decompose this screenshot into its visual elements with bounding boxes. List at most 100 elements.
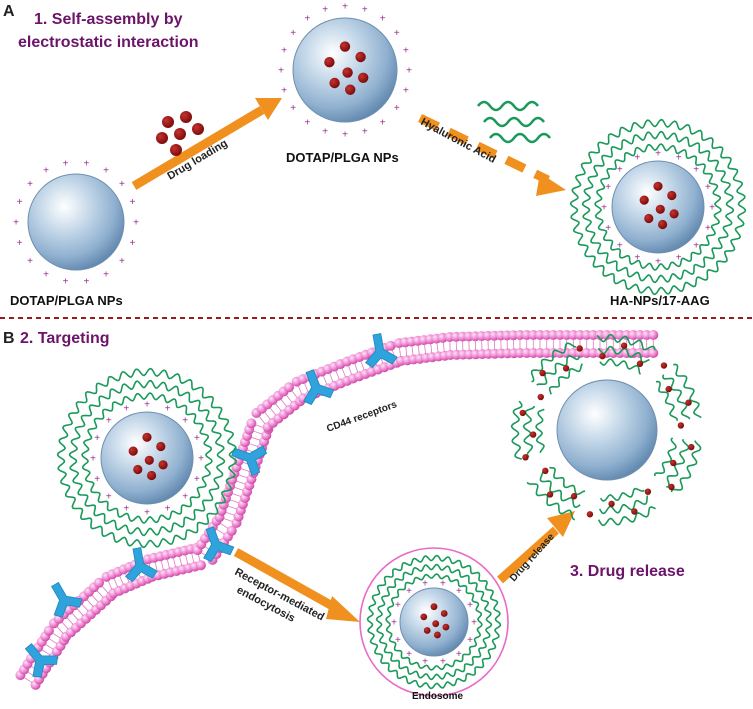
positive-charge: + [601, 203, 607, 214]
drug-molecule [156, 442, 165, 451]
positive-charge: + [406, 649, 412, 660]
positive-charge: + [617, 241, 623, 252]
positive-charge: + [380, 14, 386, 25]
positive-charge: + [13, 218, 19, 229]
lipid-tail [230, 500, 240, 503]
positive-charge: + [133, 218, 139, 229]
positive-charge: + [406, 66, 412, 77]
positive-charge: + [290, 28, 296, 39]
lipid-tail [45, 644, 53, 649]
drug-molecule [434, 632, 441, 639]
positive-charge: + [380, 117, 386, 128]
lipid-tail [329, 373, 333, 382]
np-targeting: ++++++++++++++++ [58, 369, 237, 548]
lipid-tail [412, 346, 413, 356]
drug-molecule [441, 610, 448, 617]
positive-charge: + [119, 179, 125, 190]
lipid-tail [253, 431, 263, 434]
drug-molecule [340, 41, 350, 51]
drug-molecule [174, 128, 186, 140]
released-drug [538, 394, 544, 400]
np-core [28, 174, 124, 270]
positive-charge: + [83, 277, 89, 288]
lipid-tail [437, 343, 438, 353]
positive-charge: + [194, 474, 200, 485]
degraded-hyaluronic-layer [655, 438, 676, 476]
lipid-tail [72, 613, 79, 620]
drug-molecule [443, 624, 450, 631]
released-drug [668, 484, 674, 490]
released-drug [547, 491, 553, 497]
np-core [557, 380, 657, 480]
released-drug [530, 431, 536, 437]
lipid-tail [232, 493, 241, 496]
lipid-tail [424, 344, 425, 354]
drug-release-arrow-label: Drug release [508, 531, 557, 584]
positive-charge: + [322, 126, 328, 137]
drug-molecule [355, 52, 365, 62]
lipid-tail [225, 512, 235, 515]
positive-charge: + [403, 46, 409, 57]
degraded-hyaluronic-layer [673, 365, 701, 418]
positive-charge: + [676, 252, 682, 263]
drug-molecule [156, 132, 168, 144]
cd44-receptor [41, 576, 85, 620]
panel-a-title-line2: electrostatic interaction [18, 34, 199, 51]
lipid-tail [336, 370, 340, 379]
positive-charge: + [17, 238, 23, 249]
lipid-tail [216, 529, 224, 535]
positive-charge: + [63, 158, 69, 169]
lipid-tail [57, 626, 64, 633]
drug-molecule [424, 627, 431, 634]
lipid-tail [167, 559, 169, 569]
lipid-tail [298, 385, 302, 394]
positive-charge: + [278, 66, 284, 77]
released-drug [608, 501, 614, 507]
drug-molecule [324, 57, 334, 67]
drug-molecule [133, 465, 142, 474]
positive-charge: + [94, 433, 100, 444]
drug-molecule [180, 111, 192, 123]
positive-charge: + [440, 579, 446, 590]
positive-charge: + [693, 164, 699, 175]
panel-a-title-line1: 1. Self-assembly by [34, 11, 183, 28]
positive-charge: + [63, 277, 69, 288]
released-drug [520, 410, 526, 416]
positive-charge: + [106, 415, 112, 426]
panel-b-title: 2. Targeting [20, 330, 110, 347]
released-drug [637, 361, 643, 367]
np-dotap-plga-left: ++++++++++++++++++ [13, 158, 139, 287]
positive-charge: + [471, 618, 477, 629]
lipid-tail [238, 475, 248, 478]
positive-charge: + [103, 166, 109, 177]
drug-molecule [192, 123, 204, 135]
drug-molecule [145, 456, 154, 465]
lipid-tail [234, 487, 244, 490]
drug-molecule [142, 433, 151, 442]
released-drug [522, 454, 528, 460]
lipid-tail [186, 555, 188, 565]
lipid-tail [223, 518, 232, 521]
released-drug [599, 353, 605, 359]
positive-charge: + [705, 182, 711, 193]
positive-charge: + [182, 492, 188, 503]
positive-charge: + [27, 179, 33, 190]
membrane-bead [196, 560, 206, 570]
lipid-tail [240, 468, 249, 471]
lipid-tail [249, 443, 258, 446]
panel-a-letter: A [3, 3, 15, 20]
released-drug [631, 508, 637, 514]
positive-charge: + [103, 269, 109, 280]
lipid-tail [102, 586, 109, 593]
positive-charge: + [123, 503, 129, 514]
positive-charge: + [422, 656, 428, 667]
lipid-tail [77, 608, 84, 615]
lipid-tail [418, 345, 419, 355]
middle-np-label: DOTAP/PLGA NPs [286, 150, 399, 165]
lipid-tail [275, 403, 281, 411]
lipid-tail [24, 677, 32, 682]
positive-charge: + [634, 153, 640, 164]
positive-charge: + [394, 28, 400, 39]
positive-charge: + [129, 238, 135, 249]
positive-charge: + [106, 492, 112, 503]
